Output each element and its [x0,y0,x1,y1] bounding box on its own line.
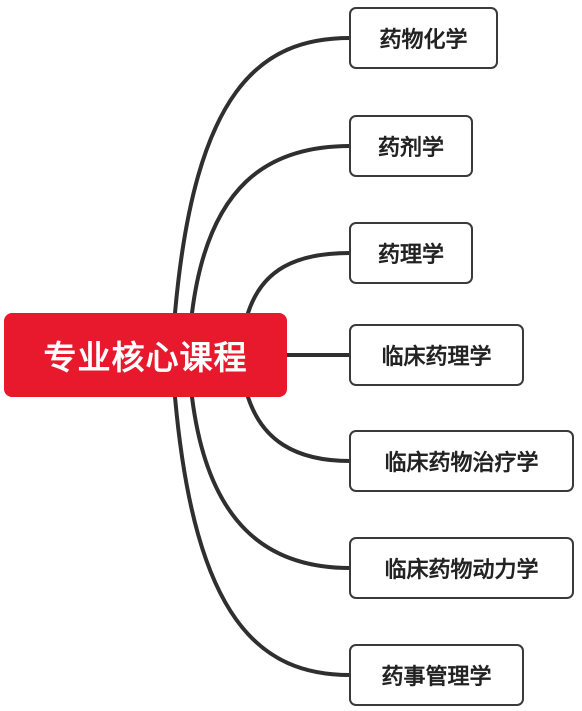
root-node[interactable]: 专业核心课程 [4,313,287,397]
child-node-label: 药物化学 [379,28,468,53]
connector-2 [190,144,352,315]
connector-1 [173,36,352,315]
child-node-label: 药事管理学 [381,665,492,690]
child-node-label: 临床药物治疗学 [384,451,539,476]
child-node-5[interactable]: 临床药物治疗学 [349,430,574,492]
child-node-3[interactable]: 药理学 [349,222,473,284]
connector-3 [246,251,352,315]
connector-7 [173,395,352,677]
child-node-7[interactable]: 药事管理学 [349,644,524,706]
child-node-6[interactable]: 临床药物动力学 [349,537,574,599]
child-node-label: 临床药理学 [381,345,492,370]
child-node-label: 临床药物动力学 [384,558,539,583]
child-node-label: 药剂学 [377,136,444,161]
connector-6 [190,395,352,570]
connector-5 [246,395,352,463]
root-node-label: 专业核心课程 [43,338,248,377]
child-node-2[interactable]: 药剂学 [349,115,473,177]
child-node-1[interactable]: 药物化学 [349,7,498,69]
child-node-4[interactable]: 临床药理学 [349,324,524,386]
child-node-label: 药理学 [377,243,444,268]
